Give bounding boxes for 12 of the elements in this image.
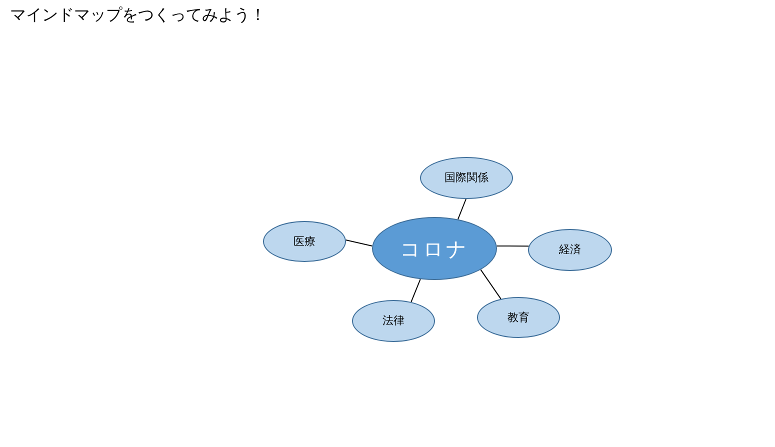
topic-label: 医療 (294, 234, 316, 248)
topic-label: 法律 (382, 314, 404, 328)
connector-line (457, 198, 466, 220)
connector-line (480, 269, 502, 300)
connector-line (496, 246, 530, 247)
topic-label: コロナ (400, 236, 469, 260)
topic-label: 国際関係 (444, 171, 488, 185)
topic-label: 教育 (508, 310, 530, 324)
connector-line (410, 278, 421, 302)
topic-label: 経済 (559, 243, 581, 257)
page-title: マインドマップをつくってみよう！ (10, 5, 266, 25)
connector-line (345, 240, 373, 246)
